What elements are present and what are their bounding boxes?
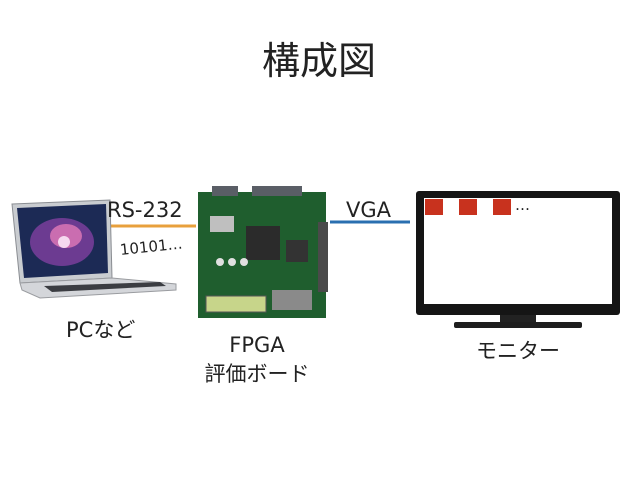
fpga-label-line1: FPGA [229, 333, 285, 357]
screen-block-3 [493, 199, 511, 215]
fpga-board-icon [198, 186, 328, 318]
pc-label: PCなど [66, 318, 136, 342]
vga-label: VGA [346, 198, 392, 222]
screen-block-2 [459, 199, 477, 215]
monitor-label: モニター [476, 339, 560, 363]
fpga-label-line2: 評価ボード [204, 362, 310, 386]
diagram-title: 構成図 [261, 39, 376, 83]
screen-ellipsis: … [515, 196, 530, 214]
monitor-icon [416, 191, 620, 328]
screen-block-1 [425, 199, 443, 215]
laptop-icon [11, 199, 177, 299]
rs232-label: RS-232 [107, 198, 183, 222]
